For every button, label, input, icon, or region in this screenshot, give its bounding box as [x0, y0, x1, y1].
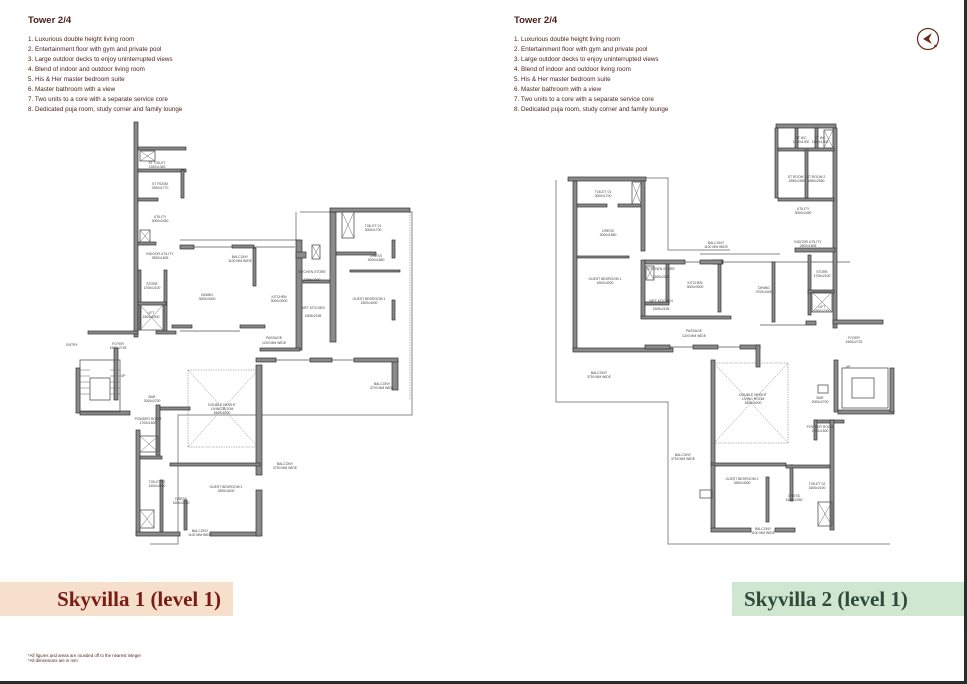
skyvilla-2-title: Skyvilla 2 (level 1) [744, 586, 908, 611]
feature-item: 8. Dedicated puja room, study corner and… [514, 106, 669, 113]
feature-item: 2. Entertainment floor with gym and priv… [28, 46, 162, 53]
feature-item: 4. Blend of indoor and outdoor living ro… [28, 66, 145, 73]
feature-item: 5. His & Her master bedroom suite [28, 76, 125, 83]
feature-item: 1. Luxurious double height living room [28, 36, 135, 43]
right-tower-heading: Tower 2/4 [514, 15, 558, 26]
feature-item: 7. Two units to a core with a separate s… [28, 96, 168, 103]
floor-plan-skyvilla-2 [550, 120, 900, 550]
floor-plan-drawing [555, 123, 895, 545]
feature-item: 3. Large outdoor decks to enjoy uninterr… [28, 56, 173, 63]
skyvilla-1-title: Skyvilla 1 (level 1) [57, 586, 221, 611]
feature-item: 1. Luxurious double height living room [514, 36, 621, 43]
left-feature-list: Tower 2/4 1. Luxurious double height liv… [28, 15, 288, 115]
north-arrow-icon [916, 27, 940, 51]
feature-item: 7. Two units to a core with a separate s… [514, 96, 654, 103]
feature-item: 8. Dedicated puja room, study corner and… [28, 106, 183, 113]
page-border-bottom [0, 681, 967, 684]
right-feature-list: Tower 2/4 1. Luxurious double height liv… [514, 15, 774, 115]
feature-item: 6. Master bathroom with a view [28, 86, 116, 93]
left-tower-heading: Tower 2/4 [28, 15, 72, 26]
skyvilla-1-title-badge: Skyvilla 1 (level 1) [0, 582, 233, 616]
skyvilla-2-title-badge: Skyvilla 2 (level 1) [732, 582, 964, 616]
footnote-units: *All dimensions are in mm [28, 658, 78, 663]
floor-plan-skyvilla-1 [60, 120, 430, 550]
feature-item: 4. Blend of indoor and outdoor living ro… [514, 66, 631, 73]
feature-item: 3. Large outdoor decks to enjoy uninterr… [514, 56, 659, 63]
footnote-rounding: *All figures and areas are rounded off t… [28, 653, 141, 658]
footnotes: *All figures and areas are rounded off t… [28, 653, 141, 663]
floor-plan-drawing [75, 121, 413, 545]
feature-item: 2. Entertainment floor with gym and priv… [514, 46, 648, 53]
feature-item: 5. His & Her master bedroom suite [514, 76, 611, 83]
page-border-right [964, 0, 967, 684]
feature-item: 6. Master bathroom with a view [514, 86, 602, 93]
